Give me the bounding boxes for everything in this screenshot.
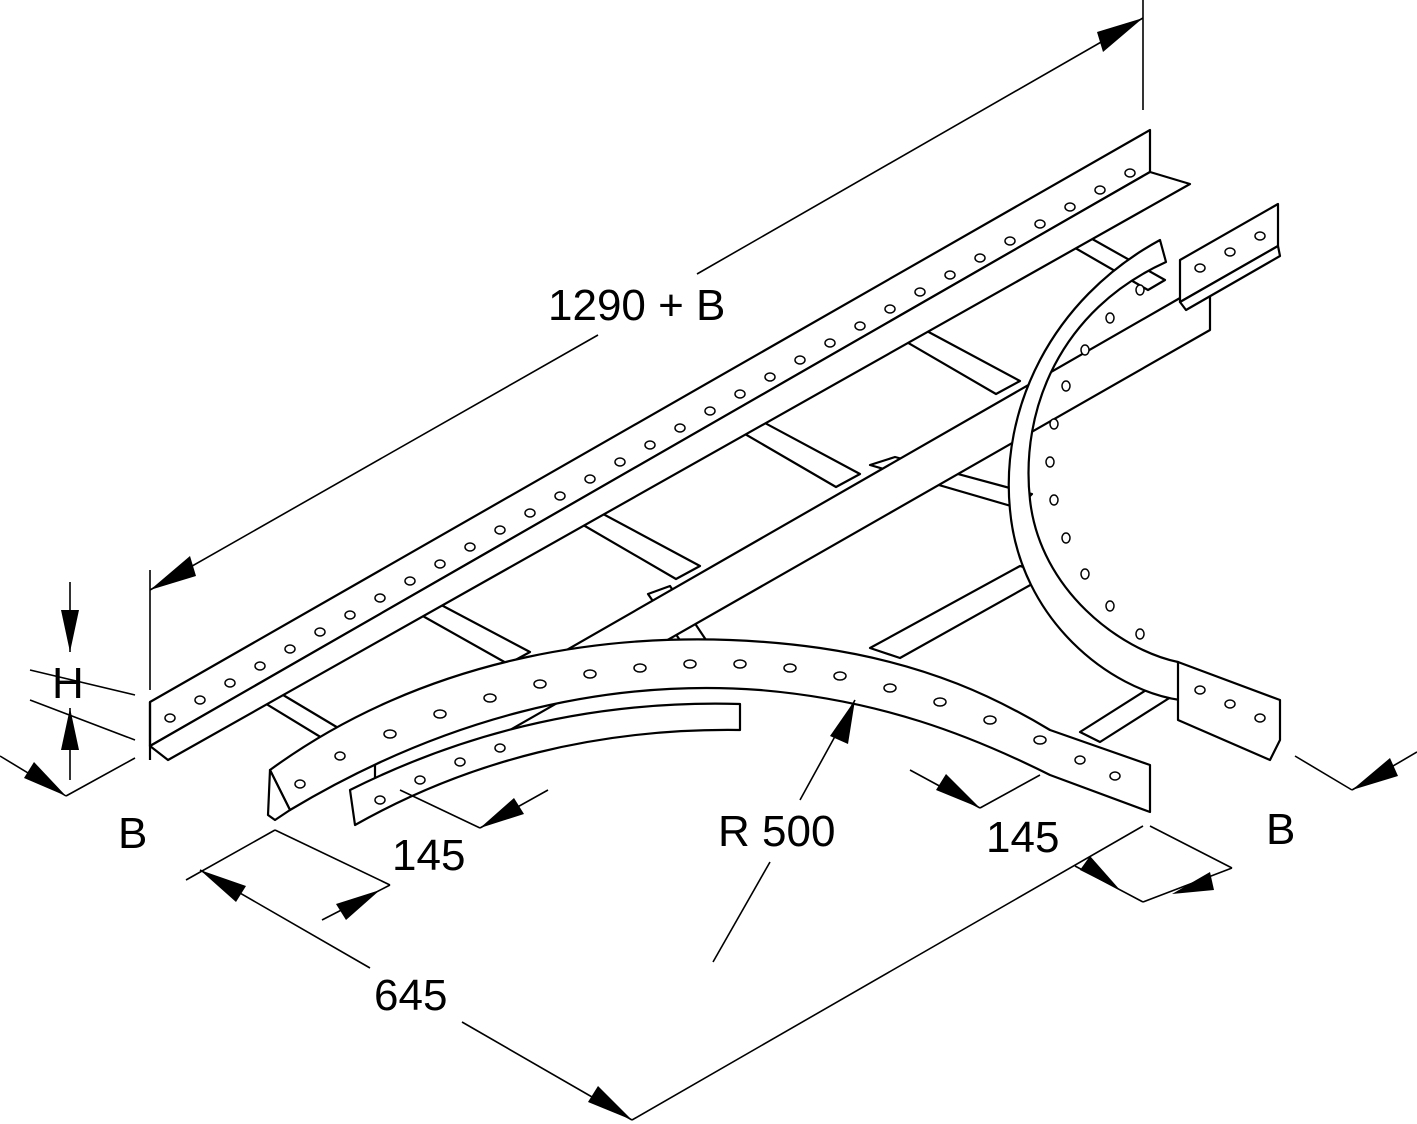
label-height: H bbox=[52, 659, 84, 708]
curve-slots bbox=[294, 659, 1121, 805]
curved-rail-front bbox=[266, 638, 1152, 827]
arrow-head bbox=[61, 708, 79, 750]
label-offset-left: 145 bbox=[392, 831, 465, 880]
arrow-head bbox=[588, 1086, 632, 1120]
arrow-head bbox=[61, 610, 79, 652]
dim-width-right bbox=[1074, 751, 1417, 903]
dim-offset-right bbox=[909, 769, 1041, 809]
arrow-head bbox=[336, 890, 380, 920]
dimension-labels: 1290 + B H B 145 R 500 145 B 645 bbox=[52, 281, 1295, 1020]
label-width-left: B bbox=[118, 809, 147, 858]
arrow-head bbox=[480, 798, 524, 828]
arrow-head bbox=[830, 700, 855, 744]
right-curve-slots bbox=[1045, 231, 1266, 723]
label-width-right: B bbox=[1266, 805, 1295, 854]
side-rail-right bbox=[1178, 202, 1282, 312]
arrow-head bbox=[24, 762, 66, 796]
arrow-head bbox=[150, 556, 196, 590]
arrow-head bbox=[1080, 856, 1120, 890]
dim-length bbox=[149, 0, 1144, 690]
label-branch: 645 bbox=[374, 971, 447, 1020]
rung bbox=[868, 564, 1052, 660]
label-offset-right: 145 bbox=[986, 813, 1059, 862]
ladder-tee-body bbox=[148, 128, 1282, 827]
rail-slots bbox=[164, 168, 1136, 723]
arrow-head bbox=[1097, 18, 1143, 52]
label-radius: R 500 bbox=[718, 807, 835, 856]
side-rail-top bbox=[148, 128, 1192, 762]
dim-height bbox=[29, 582, 136, 780]
dim-offset-left bbox=[399, 789, 549, 829]
dim-radius bbox=[712, 699, 856, 963]
arrow-head bbox=[1172, 872, 1214, 894]
dim-branch bbox=[185, 825, 1144, 1121]
arrow-head bbox=[200, 870, 246, 902]
label-length: 1290 + B bbox=[548, 281, 725, 330]
dim-width-left bbox=[0, 755, 136, 797]
arrow-head bbox=[1352, 758, 1398, 790]
arrow-head bbox=[936, 774, 980, 808]
